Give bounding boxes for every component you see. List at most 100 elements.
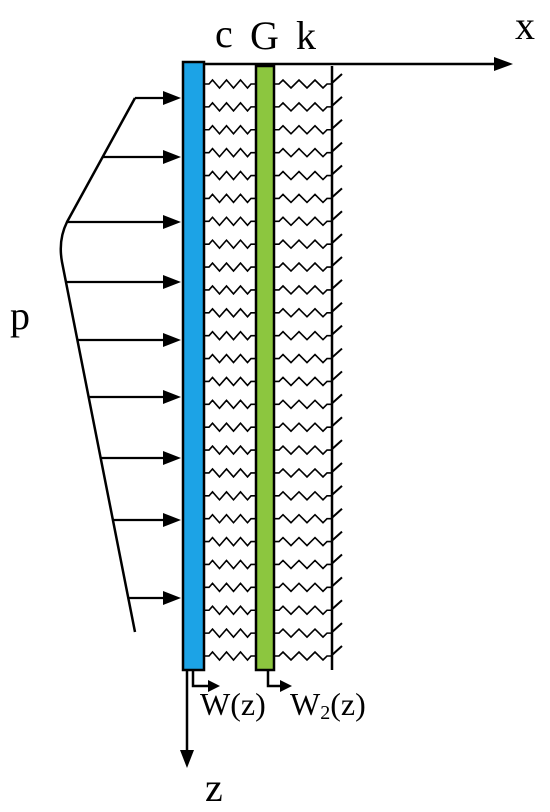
w2-displacement-label: W2(z) [290,688,366,723]
spring-c [204,124,256,135]
w2-displacement-arrowhead [280,680,292,692]
spring-c [204,605,256,616]
load-arrowhead [163,333,181,347]
shear-layer-green [254,64,276,672]
hatch-mark [331,507,343,519]
load-arrowhead [163,275,181,289]
load-arrowhead [163,591,181,605]
hatch-mark [331,141,343,153]
spring-k [274,399,332,410]
spring-k [274,559,332,570]
spring-k [274,216,332,227]
w2-main: W [290,686,321,722]
w-displacement-label: W(z) [200,686,266,722]
x-axis-label: x [515,3,535,48]
spring-c [204,170,256,181]
hatch-mark [331,485,343,496]
spring-c [204,307,256,319]
hatch-mark [331,119,343,130]
springs-c [204,78,256,662]
load-arrowhead [163,150,181,164]
spring-c [204,399,256,410]
hatch-mark [331,187,343,199]
hatch-mark [331,530,343,542]
pile-blue [181,60,206,672]
spring-c [204,78,256,90]
hatch-mark [331,73,343,84]
spring-c [204,421,256,433]
spring-c [204,284,256,296]
spring-k [274,330,332,341]
spring-k [274,376,332,387]
spring-k [274,490,332,501]
hatch-mark [331,233,343,244]
spring-k [274,513,332,524]
hatch-mark [331,416,343,427]
spring-k [274,284,332,296]
hatch-mark [331,324,343,336]
spring-c [204,650,256,662]
spring-c [204,216,256,227]
w-displacement-arrowhead [208,680,220,692]
hatch-mark [331,164,343,176]
spring-k [274,101,332,113]
spring-k [274,353,332,364]
hatch-mark [331,393,343,405]
load-distribution-curve [59,97,137,633]
spring-c [204,353,256,364]
hatch-mark [331,576,343,588]
x-axis-arrowhead [494,57,513,71]
load-arrowhead [163,390,181,404]
pressure-label: p [10,293,30,338]
spring-k [274,422,332,433]
spring-c [204,101,256,113]
spring-c [204,193,256,204]
spring-c [204,582,256,593]
hatch-mark [331,279,343,290]
spring-c [204,490,256,502]
hatch-mark [331,347,343,359]
w2-tail: (z) [330,686,366,722]
spring-c [204,330,256,341]
w-displacement-arrow [191,670,214,688]
shear-layer-label: G [250,13,279,58]
hatch-mark [331,439,343,450]
spring-c [204,513,256,524]
hatch-mark [331,599,343,610]
z-axis-arrowhead [180,750,194,768]
spring-k [274,605,332,616]
hatch-mark [331,210,343,222]
spring-c [204,147,256,158]
spring-k [274,78,332,90]
spring-k [274,536,332,547]
spring-k [274,261,332,273]
z-axis-label: z [205,765,223,810]
spring-k [274,239,332,250]
spring-k [274,147,332,158]
spring-k [274,467,332,479]
spring-k [274,170,332,181]
spring-k [274,124,332,135]
spring-k [274,627,332,639]
hatch-mark [331,553,343,565]
spring-c [204,444,256,456]
hatch-mark [331,256,343,267]
load-arrowhead [163,513,181,527]
spring-k [274,650,332,662]
fixed-boundary-hatch [331,73,343,656]
spring-c [204,238,256,250]
w2-subscript: 2 [320,702,331,724]
hatch-mark [331,645,343,656]
spring-c [204,376,256,387]
spring-c [204,627,256,639]
load-arrowhead [163,91,181,105]
hatch-mark [331,302,343,313]
spring-k [274,444,332,456]
spring-c [204,559,256,570]
hatch-mark [331,462,343,473]
load-arrows [65,91,181,605]
spring-c [204,467,256,479]
spring-k [274,193,332,204]
hatch-mark [331,96,343,107]
